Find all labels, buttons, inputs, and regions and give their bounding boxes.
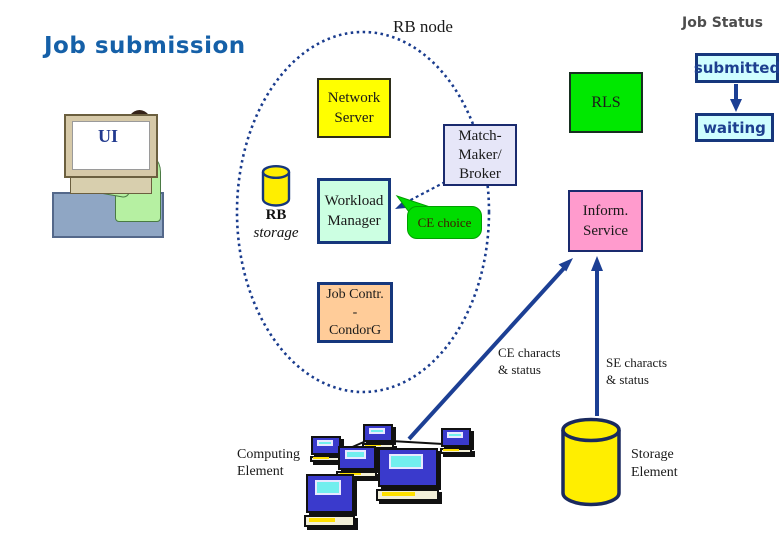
submitted-to-waiting-arrowhead-icon: [730, 99, 742, 112]
page-title: Job submission: [44, 33, 246, 59]
status-submitted-box: submitted: [693, 53, 780, 83]
computer-icon: [375, 448, 440, 504]
network-server-line2: Server: [334, 110, 374, 126]
computer-screen: [388, 454, 423, 469]
rb-node-label: RB node: [393, 17, 453, 36]
se-characts-line2: & status: [606, 372, 649, 387]
rb-storage-cylinder-top: [261, 164, 291, 179]
status-submitted-label: submitted: [693, 59, 780, 77]
computer-screen: [447, 431, 463, 439]
computer-icon: [336, 446, 377, 480]
job-control-condorg-box: Job Contr. - CondorG: [317, 282, 393, 343]
computer-icon: [304, 474, 355, 530]
storage-element-cylinder-top: [561, 417, 621, 443]
match-maker-line2: Maker/: [458, 146, 502, 163]
computer-stripe: [312, 457, 330, 460]
storage-element-cylinder-icon: [561, 430, 621, 507]
ce-to-inform-arrowhead-icon: [558, 258, 573, 272]
computer-screen: [369, 427, 385, 434]
match-maker-broker-box: Match- Maker/ Broker: [443, 124, 517, 186]
computer-stripe: [442, 449, 460, 452]
se-characts-line1: SE characts: [606, 355, 668, 370]
computer-icon: [439, 428, 472, 455]
workload-manager-line2: Manager: [327, 213, 381, 229]
computer-stripe: [364, 444, 382, 447]
network-server-box: Network Server: [317, 78, 391, 138]
rb-storage-label-line1: RB: [265, 207, 287, 223]
computer-icon: [309, 436, 342, 463]
workload-manager-line1: Workload: [324, 193, 384, 209]
ce-characts-line1: CE characts: [498, 345, 561, 360]
workload-manager-box: Workload Manager: [317, 178, 391, 244]
computer-monitor: [306, 474, 354, 514]
computing-element-label: Computing Element: [237, 446, 300, 480]
computing-element-line1: Computing: [237, 447, 301, 462]
rb-node-ellipse: [235, 30, 491, 394]
se-to-inform-arrowhead-icon: [591, 256, 603, 271]
storage-element-line2: Element: [631, 465, 678, 480]
computer-stripe: [381, 492, 415, 497]
se-characts-status-label: SE characts & status: [606, 354, 667, 388]
job-control-line3: CondorG: [328, 322, 382, 338]
ce-characts-line2: & status: [498, 362, 541, 377]
computer-screen: [317, 439, 333, 447]
computer-monitor: [311, 436, 341, 455]
rb-storage-cylinder-icon: [261, 172, 291, 207]
storage-element-label: Storage Element: [631, 446, 678, 482]
ce-choice-callout: CE choice: [407, 206, 482, 239]
inform-service-line1: Inform.: [582, 203, 629, 219]
rb-storage-label-line2: storage: [253, 225, 299, 241]
computer-monitor: [441, 428, 471, 447]
computer-stripe: [308, 518, 336, 523]
monitor-screen-graphic: [72, 121, 150, 170]
status-waiting-label: waiting: [703, 118, 766, 137]
ui-label: UI: [97, 126, 118, 146]
ce-to-inform-line: [407, 264, 568, 441]
job-control-line1: Job Contr.: [326, 286, 384, 302]
inform-service-line2: Service: [583, 223, 628, 239]
computer-icon: [361, 424, 394, 450]
status-waiting-box: waiting: [695, 113, 774, 142]
computing-element-line2: Element: [237, 464, 284, 479]
job-status-label: Job Status: [682, 15, 763, 31]
job-control-line2: -: [352, 304, 358, 320]
ce-choice-dashed-arrow: [402, 181, 446, 205]
information-service-box: Inform. Service: [568, 190, 643, 252]
ce-choice-label: CE choice: [417, 214, 472, 230]
network-server-line1: Network: [327, 90, 381, 106]
computer-monitor: [363, 424, 393, 443]
match-maker-line3: Broker: [459, 165, 501, 182]
computer-screen: [345, 450, 366, 459]
keyboard-graphic: [70, 177, 152, 194]
rls-label: RLS: [591, 93, 621, 111]
computer-monitor: [338, 446, 376, 470]
storage-element-line1: Storage: [631, 447, 674, 462]
match-maker-line1: Match-: [458, 127, 502, 144]
cluster-link-line: [390, 440, 444, 445]
rls-box: RLS: [569, 72, 643, 133]
ce-characts-status-label: CE characts & status: [498, 344, 560, 378]
computer-screen: [315, 480, 342, 495]
computer-monitor: [378, 448, 438, 488]
